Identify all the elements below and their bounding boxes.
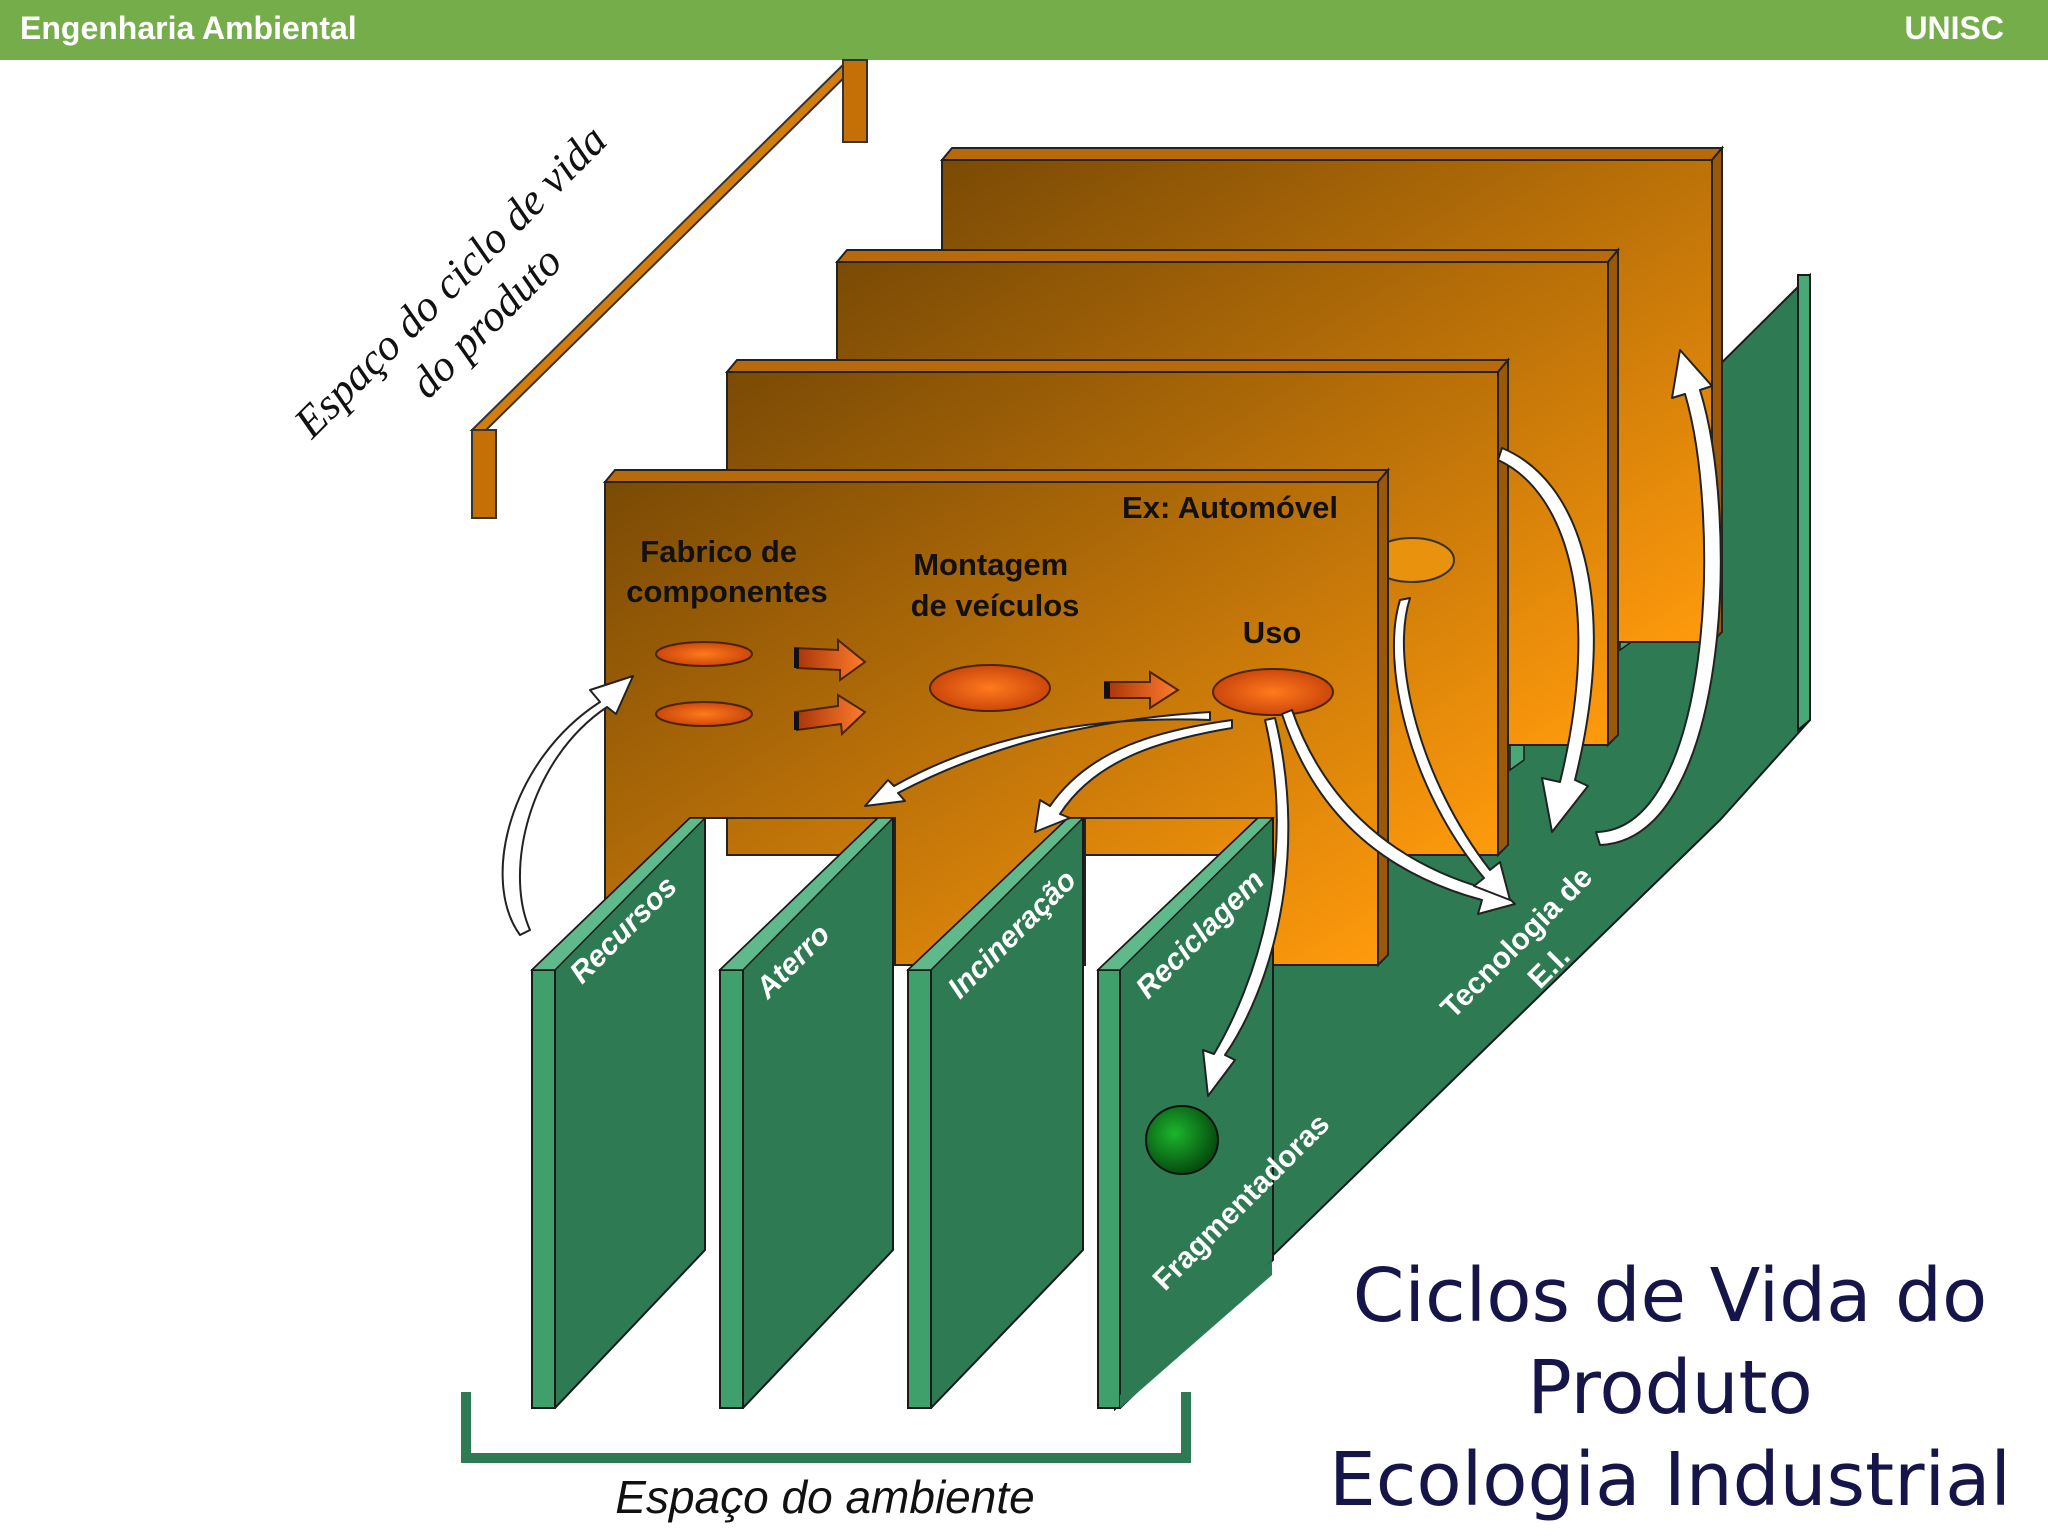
process-node-assembly (929, 664, 1051, 712)
stage-label-uso: Uso (1243, 615, 1302, 650)
process-node-component-2 (655, 701, 753, 727)
stage-label-montagem: Montagem de veículos (911, 547, 1080, 623)
env-slot-recursos (530, 817, 707, 1409)
white-flow-arrows (501, 349, 1722, 1097)
arrow-use-to-incineration (1034, 719, 1233, 833)
arrow-panel3-to-technology (1497, 447, 1595, 833)
flow-arrow-1 (793, 637, 867, 682)
stage-label-montagem-line1: Montagem (913, 547, 1068, 582)
stage-label-montagem-line2: de veículos (911, 588, 1080, 623)
shredder-node (1145, 1105, 1219, 1175)
header-course-title: Engenharia Ambiental (20, 10, 357, 46)
slide-title-line1: Ciclos de Vida do (1352, 1253, 1988, 1339)
stage-label-fabrico-line1: Fabrico de (640, 534, 797, 569)
env-slot-aterro (718, 817, 895, 1409)
lifecycle-space-label-line1: Espaço do ciclo de vida (284, 115, 617, 448)
arrow-use-to-landfill (864, 711, 1211, 807)
flow-arrow-2 (793, 693, 867, 737)
header-university: UNISC (1904, 10, 2004, 46)
arrow-resources-to-fabrico (501, 675, 634, 936)
environment-space-label: Espaço do ambiente (615, 1471, 1035, 1523)
process-node-component-1 (655, 641, 753, 667)
panel-front (602, 467, 1391, 968)
slide-title-line3: Ecologia Industrial (1328, 1437, 2011, 1523)
environment-space-bracket (461, 1392, 1191, 1463)
arrow-panel2-to-technology (1393, 597, 1511, 901)
example-label: Ex: Automóvel (1122, 490, 1338, 525)
lifecycle-space-bracket (469, 59, 868, 519)
process-node-use (1212, 668, 1334, 716)
stage-label-fabrico: Fabrico de componentes (626, 534, 828, 609)
slide-title-line2: Produto (1527, 1345, 1813, 1431)
arrow-technology-up (1595, 349, 1722, 846)
env-slot-incineracao (906, 817, 1085, 1409)
flow-arrow-3 (1104, 670, 1180, 710)
slide-title: Ciclos de Vida do Produto Ecologia Indus… (1290, 1250, 2048, 1526)
arrow-use-to-shredders (1202, 717, 1290, 1097)
stage-label-fabrico-line2: componentes (626, 574, 828, 609)
header-bar: Engenharia Ambiental UNISC (0, 0, 2048, 60)
